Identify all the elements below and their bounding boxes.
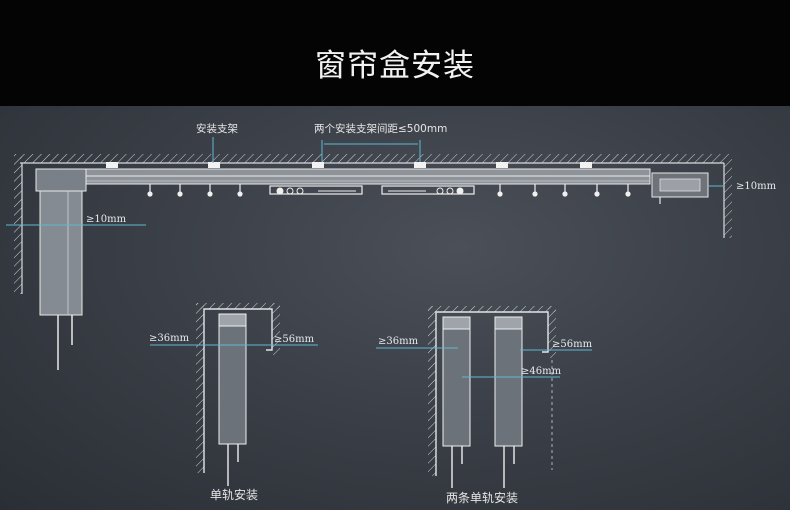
single-caption: 单轨安装 xyxy=(210,487,258,502)
end-gap-label: ≥10mm xyxy=(736,181,777,192)
header-bar: 窗帘盒安装 xyxy=(0,0,790,106)
single-right-label: ≥56mm xyxy=(274,334,315,345)
bracket-spacing-label: 两个安装支架间距≤500mm xyxy=(314,122,447,135)
page-title: 窗帘盒安装 xyxy=(315,48,475,84)
double-motor-left xyxy=(442,316,471,488)
bracket-marks xyxy=(106,162,592,168)
single-motor xyxy=(218,313,247,486)
track-runners xyxy=(147,184,631,197)
single-left-label: ≥36mm xyxy=(149,333,190,344)
bracket-label: 安装支架 xyxy=(196,122,238,135)
ceiling xyxy=(20,154,732,164)
double-right-label: ≥56mm xyxy=(552,339,593,350)
double-between-label: ≥46mm xyxy=(521,366,562,377)
motor-gap-label: ≥10mm xyxy=(86,214,127,225)
master-carriers xyxy=(269,185,475,195)
double-motor-right xyxy=(494,316,523,488)
double-track-box xyxy=(428,306,556,476)
left-wall xyxy=(14,154,23,294)
double-left-label: ≥36mm xyxy=(378,336,419,347)
double-caption: 两条单轨安装 xyxy=(446,490,518,505)
end-cap xyxy=(651,172,709,204)
motor xyxy=(35,168,87,370)
right-wall xyxy=(723,163,732,238)
single-track-box xyxy=(196,303,280,473)
bracket-spacing-dimension xyxy=(321,140,421,162)
double-dimensions xyxy=(376,347,592,378)
curtain-track xyxy=(85,168,651,185)
